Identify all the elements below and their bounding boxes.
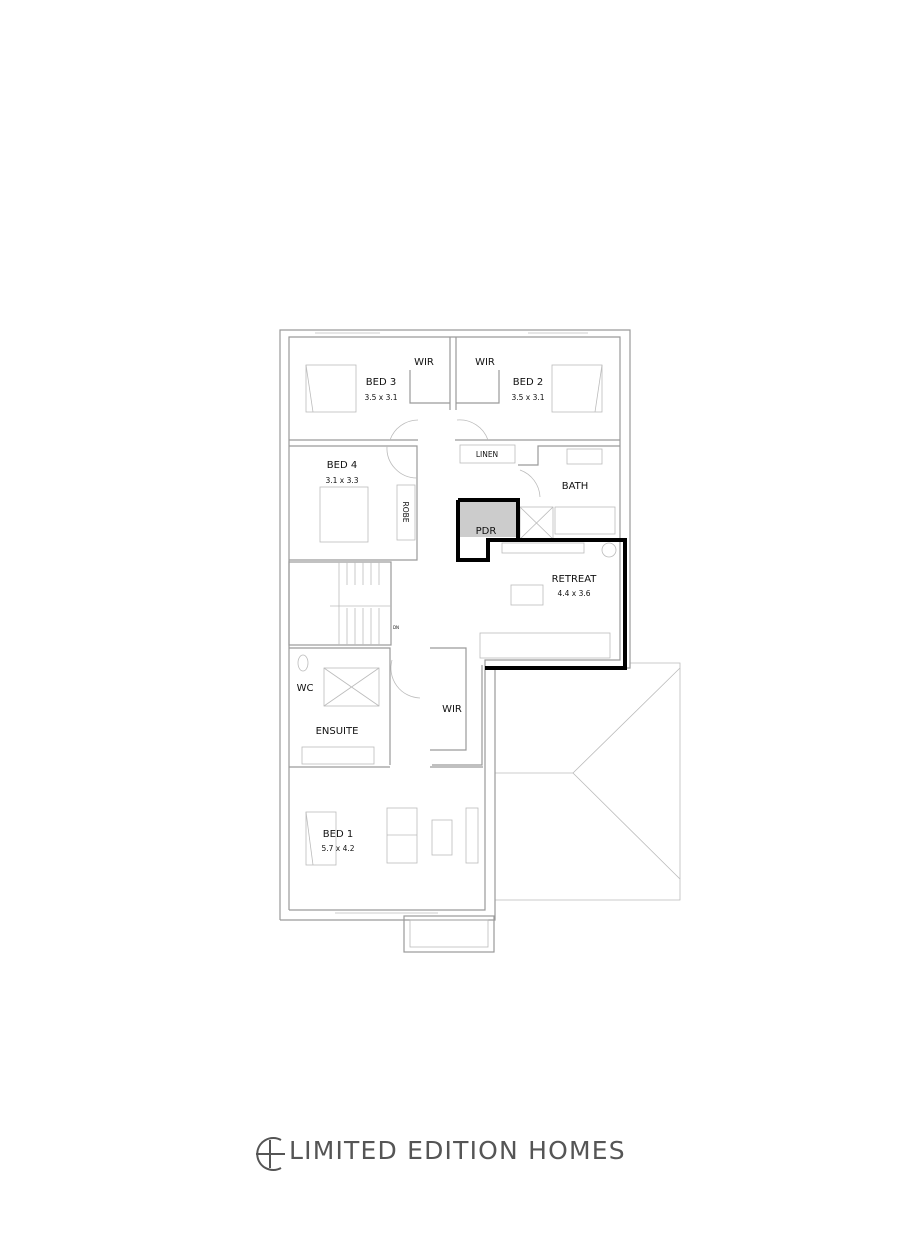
room-size-bed4: 3.1 x 3.3	[325, 476, 358, 485]
room-size-retreat: 4.4 x 3.6	[557, 589, 590, 598]
room-size-bed1: 5.7 x 4.2	[321, 844, 354, 853]
room-label-bed1: BED 1	[323, 829, 353, 840]
roof	[495, 662, 681, 901]
interior-walls	[288, 337, 620, 866]
powder-room	[456, 498, 627, 670]
room-labels: WIR WIR BED 3 3.5 x 3.1 BED 2 3.5 x 3.1 …	[297, 357, 598, 853]
room-label-wc: WC	[297, 683, 314, 694]
room-size-bed2: 3.5 x 3.1	[511, 393, 544, 402]
room-label-retreat: RETREAT	[552, 574, 598, 585]
stairs	[338, 562, 380, 645]
room-label-bed2: BED 2	[513, 377, 543, 388]
room-size-bed3: 3.5 x 3.1	[364, 393, 397, 402]
room-label-pdr: PDR	[476, 526, 497, 537]
room-label-robe: ROBE	[401, 502, 410, 523]
room-label-bed3: BED 3	[366, 377, 396, 388]
room-label-wir-bed1: WIR	[442, 704, 462, 715]
circle-plus-icon	[256, 1137, 285, 1171]
logo-wordmark: LIMITED EDITION HOMES	[289, 1136, 626, 1165]
outer-walls	[279, 329, 631, 953]
stair-label-dn: DN	[393, 625, 399, 630]
room-label-wir-bed2: WIR	[475, 357, 495, 368]
room-label-linen: LINEN	[476, 450, 498, 459]
room-label-ensuite: ENSUITE	[316, 726, 359, 737]
room-label-wir-bed3: WIR	[414, 357, 434, 368]
room-label-bath: BATH	[562, 481, 589, 492]
room-label-bed4: BED 4	[327, 460, 357, 471]
